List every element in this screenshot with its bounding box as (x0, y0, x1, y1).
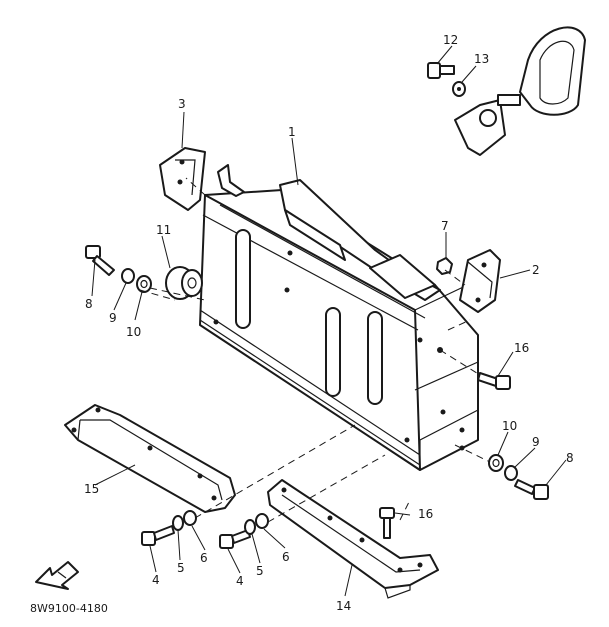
callout-5-right: 5 (256, 564, 264, 578)
frame-part-1 (199, 164, 479, 471)
rail-part-15 (64, 404, 236, 513)
bolt-part-4-right (219, 529, 251, 549)
callout-2: 2 (532, 263, 540, 277)
callout-6-left: 6 (200, 551, 208, 565)
callout-8-left: 8 (85, 297, 93, 311)
washer-part-9-left (121, 268, 135, 284)
callout-4-right: 4 (236, 574, 244, 588)
callout-10-left: 10 (126, 325, 141, 339)
nut-part-7 (436, 257, 453, 275)
rubber-mount-part-11 (165, 266, 203, 300)
bolt-part-4-left (141, 525, 175, 546)
callouts: 1 2 3 4 4 5 5 6 6 7 8 8 9 9 10 10 11 12 … (84, 33, 574, 613)
callout-16-right: 16 (514, 341, 529, 355)
leader-lines (91, 45, 567, 597)
washer-part-13 (452, 81, 466, 97)
washer-part-5-right (244, 519, 256, 535)
handle-assembly (454, 26, 586, 156)
bracket-part-2 (459, 249, 501, 313)
bolt-part-12 (427, 62, 455, 79)
washer-part-10-left (136, 275, 152, 293)
callout-11: 11 (156, 223, 171, 237)
callout-9-left: 9 (109, 311, 117, 325)
washer-part-6-right (255, 513, 269, 529)
washer-part-5-left (172, 515, 184, 531)
bolt-part-16-lower (379, 507, 395, 539)
callout-9-right: 9 (532, 435, 540, 449)
front-arrow-icon (35, 561, 79, 590)
callout-16-lower: 16 (418, 507, 433, 521)
washer-part-6-left (183, 510, 197, 526)
callout-15: 15 (84, 482, 99, 496)
callout-7: 7 (441, 219, 449, 233)
rail-part-14 (267, 479, 439, 599)
bolt-part-16-right (477, 372, 511, 390)
callout-13: 13 (474, 52, 489, 66)
callout-1: 1 (288, 125, 296, 139)
callout-3: 3 (178, 97, 186, 111)
callout-14: 14 (336, 599, 351, 613)
washer-part-9-right (504, 465, 518, 481)
bracket-part-3 (159, 147, 206, 211)
bolt-part-8-right (514, 479, 549, 500)
diagram-code: 8W9100-4180 (30, 602, 108, 615)
assembly-lines (139, 177, 491, 523)
callout-12: 12 (443, 33, 458, 47)
callout-4-left: 4 (152, 573, 160, 587)
bolt-part-8-left (85, 245, 115, 276)
callout-8-right: 8 (566, 451, 574, 465)
callout-5-left: 5 (177, 561, 185, 575)
callout-6-right: 6 (282, 550, 290, 564)
callout-10-right: 10 (502, 419, 517, 433)
washer-part-10-right (488, 454, 504, 472)
